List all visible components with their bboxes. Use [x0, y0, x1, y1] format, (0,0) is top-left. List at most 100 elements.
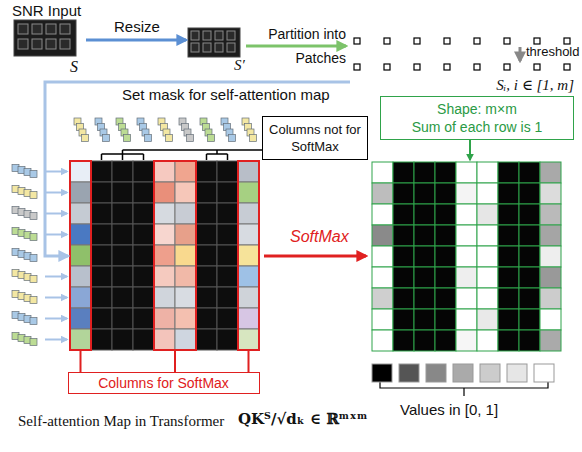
annotation-label: threshold — [526, 44, 579, 59]
patch-square — [564, 64, 570, 70]
masked-cell — [498, 330, 519, 351]
mask-arrow — [45, 297, 67, 299]
masked-cell — [112, 182, 133, 203]
edge-label: Set mask for self-attention map — [122, 86, 330, 103]
masked-cell — [217, 203, 238, 224]
softmax-cell — [540, 267, 561, 288]
masked-cell — [393, 183, 414, 204]
masked-cell — [519, 309, 540, 330]
attention-cell — [70, 329, 91, 350]
token-cube — [30, 192, 37, 199]
masked-cell — [393, 246, 414, 267]
softmax-cell — [372, 162, 393, 183]
token-cube — [187, 135, 194, 142]
patch-square — [354, 38, 360, 44]
resize-arrow — [86, 39, 186, 42]
attention-cell — [154, 161, 175, 182]
masked-cell — [112, 266, 133, 287]
masked-cell — [498, 225, 519, 246]
masked-cell — [91, 329, 112, 350]
masked-cell — [435, 225, 456, 246]
masked-cell — [196, 266, 217, 287]
attention-cell — [154, 245, 175, 266]
softmax-cell — [372, 330, 393, 351]
masked-cell — [414, 183, 435, 204]
masked-cell — [196, 161, 217, 182]
patch-row: Sᵢ, i ∈ [1, m] — [350, 62, 578, 92]
masked-cell — [519, 330, 540, 351]
masked-cell — [133, 245, 154, 266]
masked-cell — [435, 288, 456, 309]
attention-cell — [154, 266, 175, 287]
attention-cell — [70, 308, 91, 329]
token-cube — [30, 234, 37, 241]
mask-arrow — [45, 171, 67, 173]
mask-arrow — [45, 213, 67, 215]
softmax-cell — [540, 183, 561, 204]
masked-cell — [414, 225, 435, 246]
token-cube — [250, 135, 257, 142]
softmax-cell — [456, 288, 477, 309]
patch-square — [474, 64, 480, 70]
attention-cell — [70, 224, 91, 245]
image-window — [32, 39, 42, 49]
image-window — [203, 31, 211, 40]
masked-cell — [414, 330, 435, 351]
image-window — [18, 39, 28, 49]
softmax-cell — [477, 183, 498, 204]
masked-cell — [196, 182, 217, 203]
mask-arrow — [45, 339, 67, 341]
patch-square — [534, 38, 540, 44]
masked-cell — [393, 162, 414, 183]
attention-cell — [154, 308, 175, 329]
masked-cell — [435, 309, 456, 330]
attention-cell — [70, 161, 91, 182]
masked-cell — [519, 267, 540, 288]
resized-image — [188, 28, 240, 57]
softmax-cell — [456, 309, 477, 330]
masked-cell — [393, 267, 414, 288]
token-cube — [103, 135, 110, 142]
masked-cell — [393, 330, 414, 351]
masked-cell — [217, 329, 238, 350]
attention-cell — [238, 161, 259, 182]
masked-cell — [112, 308, 133, 329]
attention-matrix: Self-attention Map in TransformerQKᵀ/√dₖ… — [70, 161, 259, 350]
image-window — [227, 43, 235, 52]
node-text: S′ — [234, 57, 245, 74]
masked-cell — [519, 225, 540, 246]
masked-cell — [414, 246, 435, 267]
softmax-cell — [477, 225, 498, 246]
image-window — [215, 31, 223, 40]
token-cube — [30, 276, 37, 283]
annotation-label: Partition into Patches — [252, 22, 346, 70]
image-window — [191, 43, 199, 52]
softmax-cell — [477, 330, 498, 351]
attention-cell — [154, 182, 175, 203]
masked-cell — [435, 183, 456, 204]
node-text: Sᵢ, i ∈ [1, m] — [496, 76, 574, 94]
image-window — [46, 39, 56, 49]
masked-cell — [217, 224, 238, 245]
softmax-cell — [456, 246, 477, 267]
masked-cell — [196, 287, 217, 308]
threshold-arrow — [519, 47, 522, 61]
masked-cell — [91, 182, 112, 203]
masked-cell — [498, 267, 519, 288]
attention-cell — [154, 287, 175, 308]
partition-arrow — [246, 45, 346, 48]
node-text: Shape: m×m — [381, 100, 573, 118]
softmax-cell — [477, 204, 498, 225]
value-scale-square — [534, 364, 554, 382]
softmax-cell — [372, 246, 393, 267]
token-cube — [208, 135, 215, 142]
softmax-arrow — [264, 255, 366, 258]
softmax-cell — [540, 162, 561, 183]
attention-cell — [175, 287, 196, 308]
masked-cell — [112, 161, 133, 182]
masked-cell — [196, 329, 217, 350]
image-window — [203, 43, 211, 52]
patch-square — [504, 38, 510, 44]
masked-cell — [498, 246, 519, 267]
masked-cell — [217, 287, 238, 308]
